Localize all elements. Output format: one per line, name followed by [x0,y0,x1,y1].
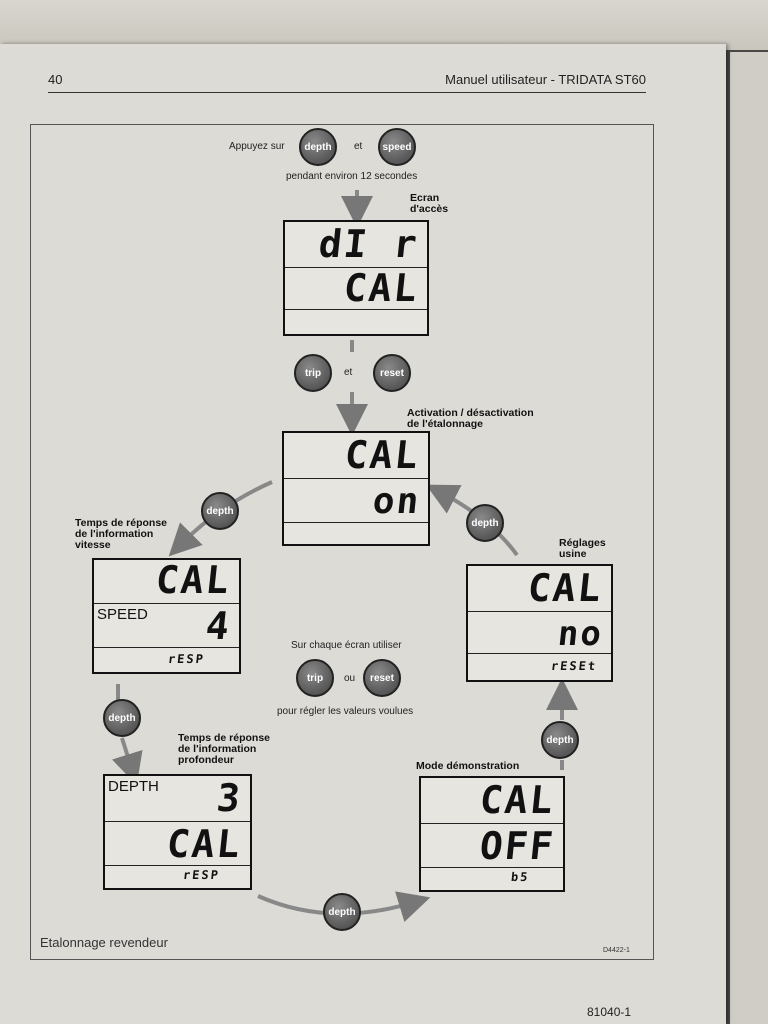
display-demo: CAL OFF b5 [419,776,565,892]
speed-button-top[interactable]: speed [378,128,416,166]
or-text: ou [344,673,356,684]
display-access-top: dI r [317,222,422,266]
label-activation: Activation / désactivation de l'étalonna… [407,407,534,430]
display-depth-word: DEPTH [108,778,159,795]
label-factory-settings: Réglages usine [559,537,606,560]
trip-button-access[interactable]: trip [294,354,332,392]
display-factory-top: CAL [526,566,606,610]
display-activation: CAL on [282,431,430,546]
depth-button-lower-right[interactable]: depth [541,721,579,759]
display-speed-word: SPEED [97,606,148,623]
label-speed-response: Temps de réponse de l'information vitess… [75,517,167,551]
depth-button-lower-left[interactable]: depth [103,699,141,737]
trip-button-center[interactable]: trip [296,659,334,697]
and-text-middle: et [344,367,353,378]
display-access-mid: CAL [342,266,422,310]
label-access-screen: Ecran d'accès [410,192,449,215]
diagram-frame [30,124,654,960]
reset-button-access[interactable]: reset [373,354,411,392]
display-depth-top: 3 [214,776,245,820]
adjust-text: pour régler les valeurs voulues [277,706,414,717]
depth-button-bottom[interactable]: depth [323,893,361,931]
label-depth-response: Temps de réponse de l'information profon… [178,732,270,766]
display-access: dI r CAL [283,220,429,336]
depth-button-top[interactable]: depth [299,128,337,166]
arrow-speed-to-depth [111,737,143,786]
display-speed-top: CAL [154,558,234,602]
display-depth-bottom: rESP [182,868,221,882]
figure-code: D4422-1 [603,947,630,954]
reset-button-center[interactable]: reset [363,659,401,697]
page-number: 40 [48,72,63,87]
background-top [0,0,768,50]
document-code: 81040-1 [587,1005,632,1019]
footer-section-title: Etalonnage revendeur [40,935,168,950]
display-demo-top: CAL [478,778,558,822]
each-screen-text: Sur chaque écran utiliser [291,640,402,651]
display-factory-bottom: rESEt [550,659,598,673]
next-page-edge [730,52,768,1024]
and-text: et [354,141,363,152]
display-factory: CAL no rESEt [466,564,613,682]
display-demo-bottom: b5 [509,870,530,884]
display-activation-mid: on [370,481,423,522]
display-depth: DEPTH 3 CAL rESP [103,774,252,890]
display-speed: CAL SPEED 4 rESP [92,558,241,674]
depth-button-left[interactable]: depth [201,492,239,530]
display-speed-bottom: rESP [167,652,206,666]
display-demo-mid: OFF [478,824,558,868]
duration-text: pendant environ 12 secondes [286,171,418,182]
display-depth-mid: CAL [165,822,245,866]
display-speed-mid: 4 [203,604,234,648]
page-header-title: Manuel utilisateur - TRIDATA ST60 [445,72,646,87]
depth-button-right[interactable]: depth [466,504,504,542]
press-text: Appuyez sur [229,141,285,152]
header-rule [48,92,646,93]
display-factory-mid: no [555,614,606,654]
label-demo-mode: Mode démonstration [416,760,520,772]
display-activation-top: CAL [343,433,423,477]
